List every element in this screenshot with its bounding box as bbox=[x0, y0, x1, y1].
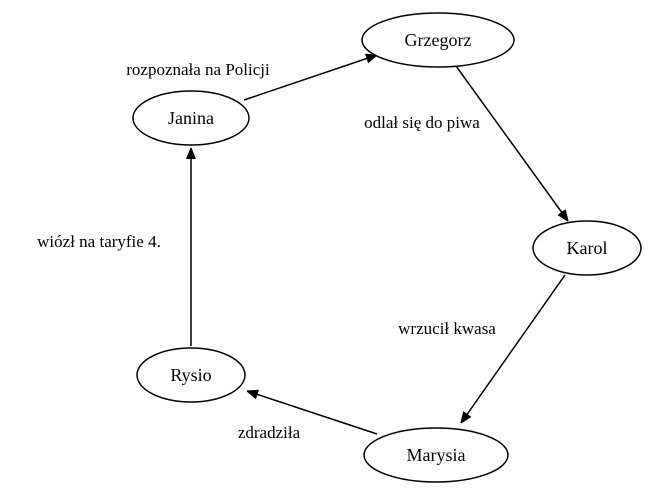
node-grzegorz-shape bbox=[361, 12, 515, 68]
edge-label-rysio-janina: wiózł na taryfie 4. bbox=[37, 232, 161, 251]
node-janina-label: Janina bbox=[168, 108, 214, 128]
node-janina-shape bbox=[132, 90, 250, 146]
node-rysio-label: Rysio bbox=[170, 365, 211, 385]
node-grzegorz: Grzegorz bbox=[361, 12, 515, 68]
edge-label-marysia-rysio: zdradziła bbox=[238, 423, 301, 442]
edge-label-karol-marysia: wrzucił kwasa bbox=[398, 319, 496, 338]
node-marysia: Marysia bbox=[363, 427, 509, 483]
edge-grzegorz-karol bbox=[455, 65, 568, 221]
node-rysio-shape bbox=[136, 347, 246, 403]
edge-marysia-rysio bbox=[247, 391, 378, 435]
edge-label-grzegorz-karol: odlał się do piwa bbox=[364, 113, 480, 132]
edges bbox=[191, 55, 568, 435]
node-marysia-label: Marysia bbox=[407, 445, 466, 465]
node-karol-label: Karol bbox=[567, 238, 608, 258]
node-janina: Janina bbox=[132, 90, 250, 146]
node-rysio: Rysio bbox=[136, 347, 246, 403]
node-karol: Karol bbox=[532, 220, 642, 276]
edge-labels: rozpoznała na Policji odlał się do piwa … bbox=[37, 60, 496, 442]
edge-karol-marysia bbox=[461, 274, 566, 423]
node-grzegorz-label: Grzegorz bbox=[405, 30, 472, 50]
node-karol-shape bbox=[532, 220, 642, 276]
edge-janina-grzegorz bbox=[243, 55, 377, 101]
edge-label-janina-grzegorz: rozpoznała na Policji bbox=[126, 60, 270, 79]
node-marysia-shape bbox=[363, 427, 509, 483]
nodes: Grzegorz Janina Karol Rysio Marysia bbox=[132, 12, 642, 483]
